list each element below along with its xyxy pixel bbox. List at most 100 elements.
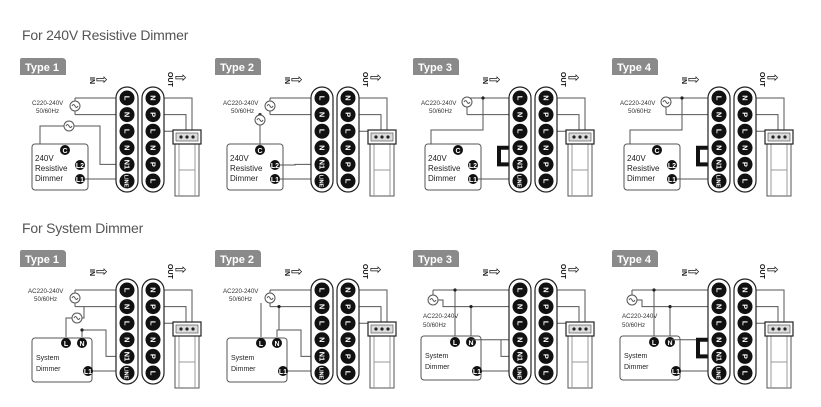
section-title-resistive: For 240V Resistive Dimmer bbox=[22, 27, 189, 43]
out-terminal-label: L bbox=[741, 371, 750, 376]
arrow-in-icon: ⇨ bbox=[489, 263, 501, 279]
out-terminal: P bbox=[538, 107, 554, 123]
wire bbox=[65, 306, 85, 337]
sine-icon bbox=[463, 100, 471, 104]
in-terminal: L bbox=[512, 123, 528, 139]
dimmer-text: Dimmer bbox=[627, 174, 655, 183]
source-voltage-label: AC220-240V bbox=[28, 288, 64, 295]
sensor-detail bbox=[178, 144, 196, 196]
out-terminal-label: L bbox=[344, 321, 353, 326]
l1-terminal bbox=[671, 366, 681, 376]
type-tab-label: Type 4 bbox=[617, 62, 652, 74]
in-terminal: N bbox=[512, 140, 528, 156]
dimmer-text: 240V bbox=[230, 154, 249, 163]
in-terminal-label: L bbox=[516, 129, 525, 134]
in-terminal-label: L bbox=[123, 129, 132, 134]
terminal-dot bbox=[737, 282, 753, 298]
type-tab bbox=[215, 58, 261, 75]
type-tab-label: Type 3 bbox=[418, 62, 452, 74]
wiring-diagram: Type 4IN⇨OUT⇨AC220-240V50/60Hz240VResist… bbox=[612, 58, 794, 197]
terminal-dot bbox=[314, 123, 330, 139]
out-terminal-label: N bbox=[741, 145, 750, 150]
l1-terminal-label: L1 bbox=[668, 177, 676, 184]
type-tab-label: Type 2 bbox=[220, 62, 254, 74]
junction-dot bbox=[680, 96, 684, 100]
terminal-dot bbox=[538, 348, 554, 364]
in-terminal: N bbox=[119, 299, 135, 315]
junction-dot bbox=[179, 327, 183, 331]
out-terminal: P bbox=[340, 348, 356, 364]
c-terminal bbox=[255, 145, 265, 155]
terminal-dot bbox=[512, 332, 528, 348]
in-terminal: L bbox=[119, 282, 135, 298]
out-terminal: L bbox=[737, 315, 753, 331]
out-terminal: N bbox=[538, 332, 554, 348]
type-tab bbox=[612, 58, 658, 75]
arrow-out-icon: ⇨ bbox=[767, 261, 779, 277]
out-terminal-label: P bbox=[149, 354, 158, 359]
out-terminal-label: N bbox=[741, 287, 750, 292]
out-terminal-label: L bbox=[149, 321, 158, 326]
source-voltage-label: AC220-240V bbox=[622, 313, 658, 320]
in-terminal-label: LINE bbox=[123, 367, 129, 380]
out-terminal: L bbox=[340, 365, 356, 381]
terminal-dot bbox=[314, 156, 330, 172]
arrow-in-icon: ⇨ bbox=[688, 71, 700, 87]
wire bbox=[81, 329, 116, 357]
junction-dot bbox=[374, 135, 378, 139]
in-terminal: N1 bbox=[512, 348, 528, 364]
dimmer-text: Dimmer bbox=[35, 174, 63, 183]
terminal-dot bbox=[119, 90, 135, 106]
out-terminal-label: N bbox=[542, 287, 551, 292]
in-terminal-label: L bbox=[318, 288, 327, 293]
wire bbox=[75, 289, 116, 308]
terminal-dot bbox=[512, 173, 528, 189]
in-terminal: N bbox=[512, 299, 528, 315]
junction-dot bbox=[578, 327, 582, 331]
out-terminal-label: L bbox=[149, 179, 158, 184]
in-terminal-label: L bbox=[318, 321, 327, 326]
in-terminal: L bbox=[314, 315, 330, 331]
n-terminal-label: N bbox=[274, 341, 279, 348]
junction-dot bbox=[771, 135, 775, 139]
in-terminal: LINE bbox=[314, 365, 330, 381]
bridge-jumper bbox=[696, 337, 708, 359]
out-terminal-label: L bbox=[344, 179, 353, 184]
type-tab-label: Type 2 bbox=[220, 254, 254, 266]
junction-dot bbox=[185, 135, 189, 139]
terminal-dot bbox=[711, 365, 727, 381]
terminal-dot bbox=[538, 156, 554, 172]
out-terminal-label: L bbox=[542, 129, 551, 134]
l2-terminal bbox=[667, 160, 677, 170]
out-label: OUT bbox=[758, 264, 765, 280]
l1-terminal bbox=[667, 174, 677, 184]
wire bbox=[666, 97, 708, 116]
l2-terminal bbox=[468, 160, 478, 170]
out-terminal: L bbox=[538, 173, 554, 189]
type-tab-label: Type 1 bbox=[25, 254, 59, 266]
terminal-dot bbox=[314, 299, 330, 315]
dimmer-text: 240V bbox=[627, 154, 646, 163]
in-terminal: N1 bbox=[711, 156, 727, 172]
out-terminal-label: P bbox=[149, 304, 158, 309]
l1-terminal bbox=[75, 174, 85, 184]
dimmer-text: System bbox=[624, 353, 648, 360]
wire bbox=[270, 289, 311, 308]
out-terminal-label: P bbox=[149, 162, 158, 167]
out-terminal: L bbox=[145, 365, 161, 381]
terminal-dot bbox=[145, 123, 161, 139]
resistive-dimmer-box bbox=[31, 143, 89, 191]
wiring-diagram: Type 3IN⇨OUT⇨AC220-240V50/60Hz240VResist… bbox=[413, 58, 595, 197]
l2-terminal-label: L2 bbox=[469, 163, 477, 170]
sine-icon bbox=[71, 104, 79, 108]
out-terminal-label: P bbox=[344, 162, 353, 167]
out-terminal: L bbox=[737, 123, 753, 139]
out-terminal-label: P bbox=[741, 112, 750, 117]
sine-icon bbox=[429, 298, 437, 302]
bridge-jumper bbox=[497, 145, 509, 167]
in-terminal: L bbox=[119, 123, 135, 139]
sensor-detail bbox=[373, 336, 391, 388]
junction-dot bbox=[469, 338, 473, 342]
out-terminal: N bbox=[538, 282, 554, 298]
